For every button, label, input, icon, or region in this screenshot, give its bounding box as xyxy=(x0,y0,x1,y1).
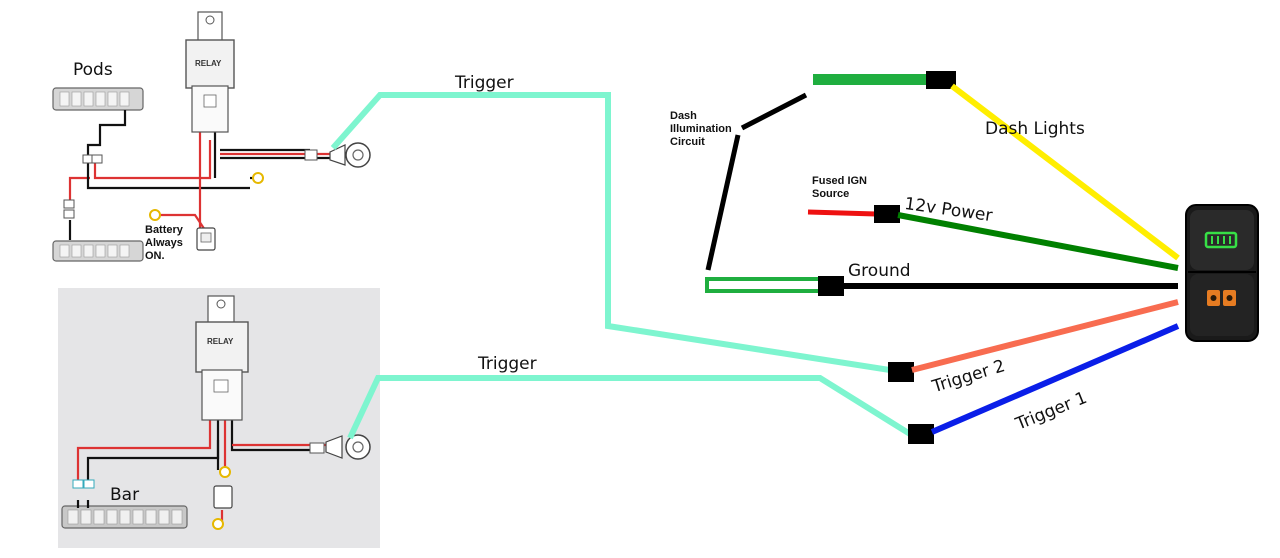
trigger-1-wire xyxy=(930,323,1180,435)
battery-label: Battery Always ON. xyxy=(145,224,183,262)
dash-green-segment xyxy=(813,74,928,85)
connector-dash xyxy=(926,71,956,89)
relay-top xyxy=(185,11,235,133)
pod-light-bottom xyxy=(52,240,144,262)
trigger-wire-bottom xyxy=(347,375,912,440)
connector-trigger-2 xyxy=(888,362,914,382)
pods-harness xyxy=(52,11,371,262)
trigger-wire-top xyxy=(330,92,891,373)
bar-label: Bar xyxy=(110,485,140,505)
relay-bottom-label: RELAY xyxy=(207,337,234,346)
ground-label: Ground xyxy=(848,261,911,281)
rocker-switch[interactable] xyxy=(1185,204,1259,342)
dash-illumination-label: Dash Illumination Circuit xyxy=(670,110,732,148)
dash-illumination-wire xyxy=(705,92,808,271)
pods-label: Pods xyxy=(73,60,113,80)
relay-bottom xyxy=(195,295,249,421)
trigger-2-wire xyxy=(911,299,1179,373)
fused-ign-label: Fused IGN Source xyxy=(812,175,868,200)
dual-pods-icon xyxy=(1207,290,1236,306)
connector-power xyxy=(874,205,900,223)
power-12v-wire xyxy=(897,212,1179,271)
pod-light-top xyxy=(52,87,144,111)
trigger-top-label: Trigger xyxy=(455,73,514,93)
dash-lights-label: Dash Lights xyxy=(985,119,1085,139)
fused-ign-wire xyxy=(807,209,877,217)
relay-top-label: RELAY xyxy=(195,59,222,68)
ground-green-segment xyxy=(705,277,822,293)
trigger-bottom-label: Trigger xyxy=(478,354,537,374)
connector-ground xyxy=(818,276,844,296)
dash-lights-wire xyxy=(950,83,1180,261)
light-bar-icon xyxy=(1204,231,1238,249)
bar-harness xyxy=(58,288,380,548)
bar-light xyxy=(61,505,188,529)
connector-trigger-1 xyxy=(908,424,934,444)
